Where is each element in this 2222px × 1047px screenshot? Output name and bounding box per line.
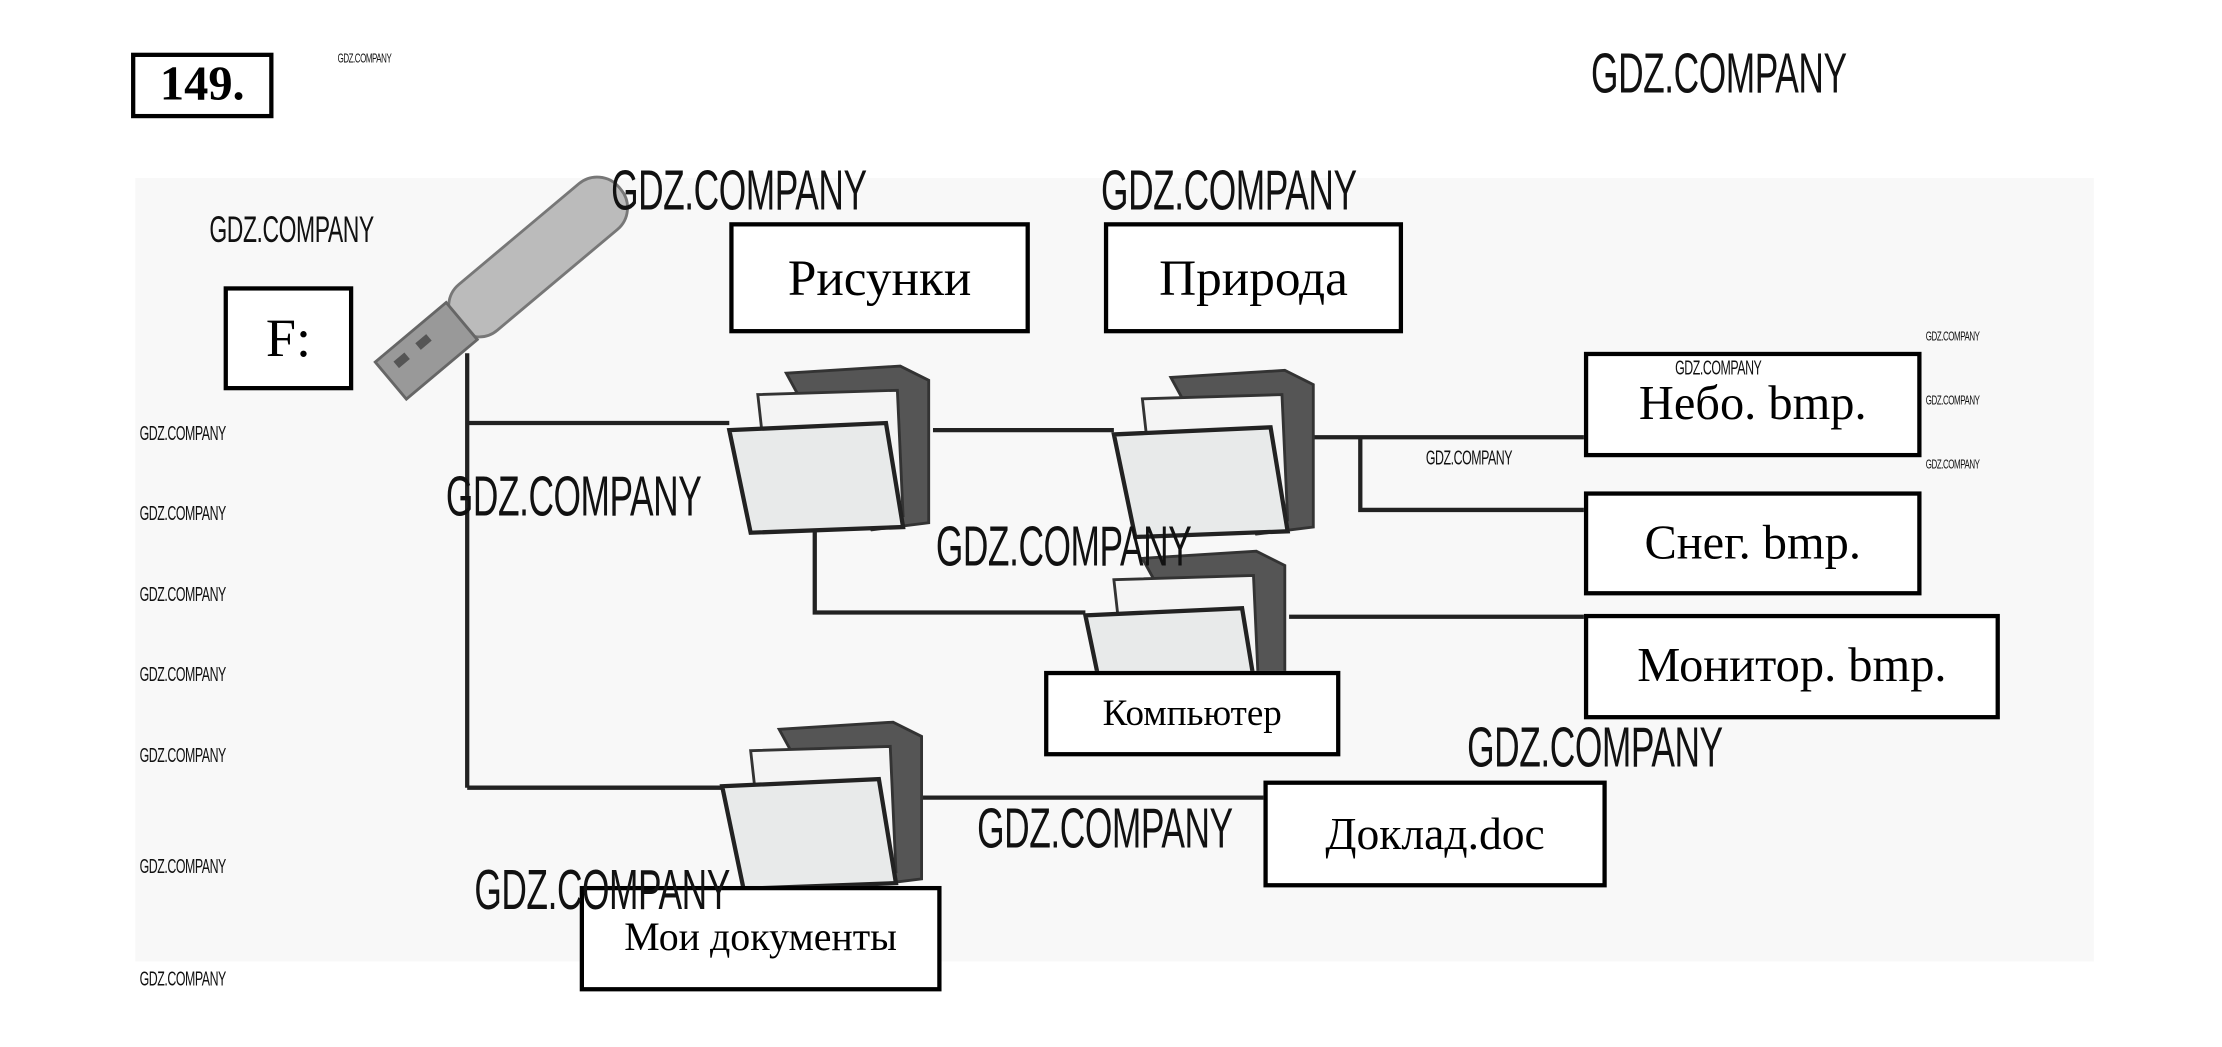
watermark: GDZ.COMPANY [1925,329,1980,344]
watermark: GDZ.COMPANY [139,662,227,686]
watermark: GDZ.COMPANY [935,515,1192,579]
watermark: GDZ.COMPANY [1675,356,1762,379]
watermark: GDZ.COMPANY [337,51,392,66]
folder-label-pictures: Рисунки [729,222,1030,334]
file-label-sky: Небо. bmp. [1583,351,1922,458]
root-drive-label: F: [223,286,354,391]
exercise-number: 149. [131,52,274,119]
watermark: GDZ.COMPANY [139,501,227,525]
folder-label-computer: Компьютер [1044,670,1341,757]
watermark: GDZ.COMPANY [139,582,227,606]
watermark: GDZ.COMPANY [1425,445,1513,469]
folder-icon-nature [1114,370,1313,537]
watermark: GDZ.COMPANY [139,854,227,878]
watermark: GDZ.COMPANY [1591,42,1847,106]
file-label-monitor: Монитор. bmp. [1583,613,2000,720]
folder-icon-my-documents [722,722,921,889]
watermark: GDZ.COMPANY [977,797,1233,861]
connector [1358,437,1584,513]
watermark: GDZ.COMPANY [445,465,702,529]
folder-label-nature: Природа [1103,222,1404,334]
watermark: GDZ.COMPANY [474,858,730,922]
watermark: GDZ.COMPANY [209,207,374,251]
watermark: GDZ.COMPANY [1925,393,1980,408]
usb-flash-drive-icon [373,175,629,402]
folder-icon-pictures [729,366,928,533]
folder-label-my-documents: Мои документы [579,885,942,992]
watermark: GDZ.COMPANY [1467,716,1723,780]
file-label-snow: Снег. bmp. [1583,491,1922,596]
connector [812,519,1086,615]
watermark: GDZ.COMPANY [1925,457,1980,472]
watermark: GDZ.COMPANY [1101,159,1357,223]
file-label-report: Доклад.doc [1263,780,1607,888]
watermark: GDZ.COMPANY [611,159,867,223]
watermark: GDZ.COMPANY [139,421,227,445]
watermark: GDZ.COMPANY [139,743,227,767]
watermark: GDZ.COMPANY [139,967,227,990]
